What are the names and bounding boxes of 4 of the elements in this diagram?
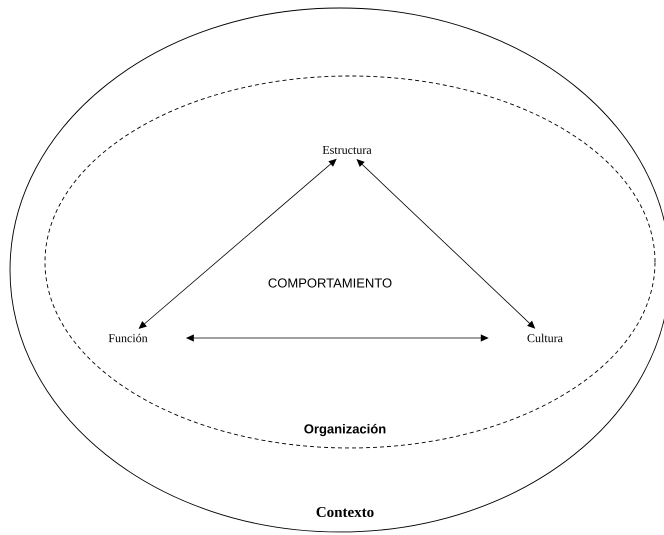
center-label: COMPORTAMIENTO <box>268 278 392 288</box>
node-label: Cultura <box>528 334 563 342</box>
node-label: Estructura <box>322 146 372 154</box>
node-label: Función <box>108 334 148 342</box>
